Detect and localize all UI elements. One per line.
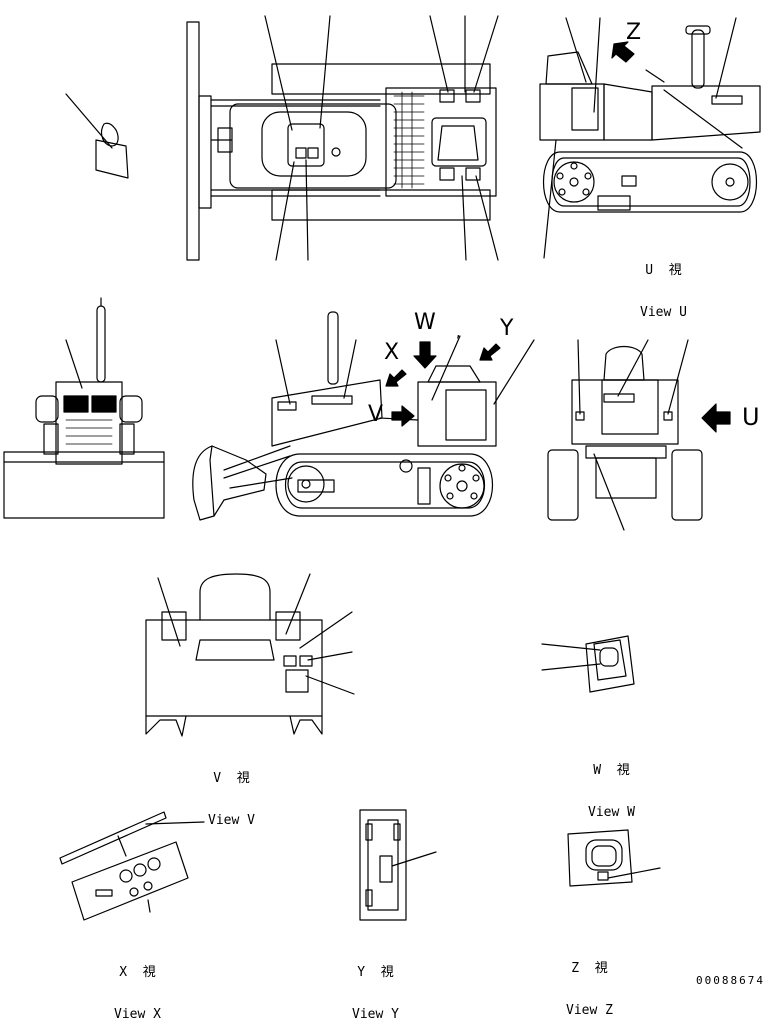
top-plan-view (186, 15, 499, 261)
view-letter-z: Z (626, 20, 642, 45)
caption-view-u-jp: U 視 (645, 263, 682, 278)
caption-view-x-en: View X (114, 1007, 161, 1022)
caption-view-v-jp: V 視 (213, 771, 250, 786)
view-letter-x: X (384, 340, 400, 365)
view-letter-w: W (414, 310, 436, 335)
view-letter-u: U (742, 403, 760, 431)
view-letter-y: Y (500, 316, 514, 341)
rear-view (3, 297, 165, 519)
decal-detail (65, 93, 129, 179)
side-view-main (192, 311, 535, 521)
caption-view-y-jp: Y 視 (357, 965, 394, 980)
caption-view-z: Z 視 View Z (566, 934, 613, 1032)
caption-view-y: Y 視 View Y (352, 938, 399, 1036)
comma-mark: , (456, 325, 461, 341)
caption-view-w: W 視 View W (588, 736, 635, 834)
view-letter-v: V (368, 402, 384, 427)
caption-view-z-jp: Z 視 (571, 961, 608, 976)
side-view-u (539, 17, 761, 259)
front-view (547, 339, 731, 531)
view-z-detail (567, 829, 661, 887)
caption-view-x: X 視 View X (114, 938, 161, 1036)
view-v-detail (145, 573, 355, 737)
caption-view-x-jp: X 視 (119, 965, 156, 980)
view-x-detail (59, 811, 205, 921)
parts-diagram (3, 15, 761, 921)
caption-view-z-en: View Z (566, 1003, 613, 1018)
caption-view-v: V 視 View V (208, 744, 255, 842)
view-w-detail (541, 635, 635, 693)
caption-view-y-en: View Y (352, 1007, 399, 1022)
view-y-detail (359, 809, 437, 921)
caption-view-w-jp: W 視 (593, 763, 630, 778)
part-number: 00088674 (696, 974, 765, 987)
caption-view-w-en: View W (588, 805, 635, 820)
caption-view-u: U 視 View U (640, 236, 687, 334)
caption-view-v-en: View V (208, 813, 255, 828)
caption-view-u-en: View U (640, 305, 687, 320)
